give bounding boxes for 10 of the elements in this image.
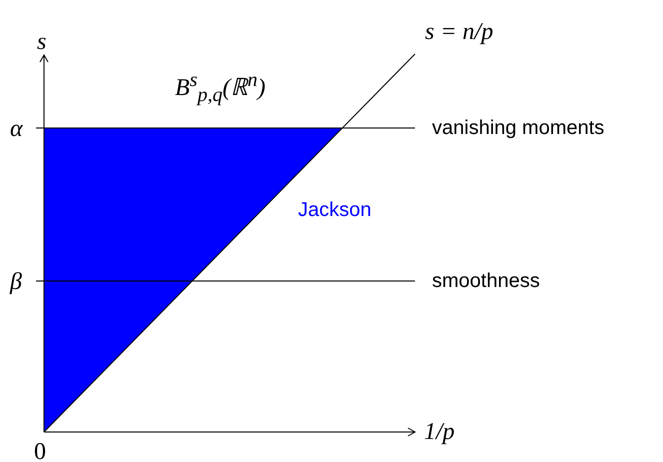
- space-label: B$^{s}$$_{p,q}$(ℝ$^{n}$): [175, 70, 266, 105]
- line-equation-label: s = n/p: [425, 20, 494, 44]
- origin-label: 0: [34, 440, 46, 462]
- tick-label: β: [10, 270, 22, 294]
- tick-label: α: [10, 117, 23, 141]
- line-label: vanishing moments: [432, 118, 604, 138]
- axis-label: 1/p: [424, 420, 455, 444]
- region-label: Jackson: [298, 200, 372, 220]
- line-label: smoothness: [432, 271, 540, 291]
- axis-label: s: [37, 30, 46, 54]
